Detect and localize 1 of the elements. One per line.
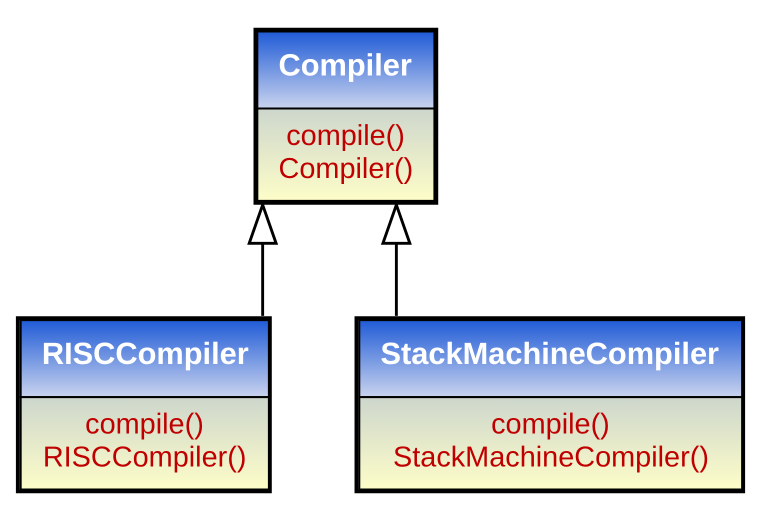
- node-box: Compiler compile() Compiler(): [254, 28, 438, 205]
